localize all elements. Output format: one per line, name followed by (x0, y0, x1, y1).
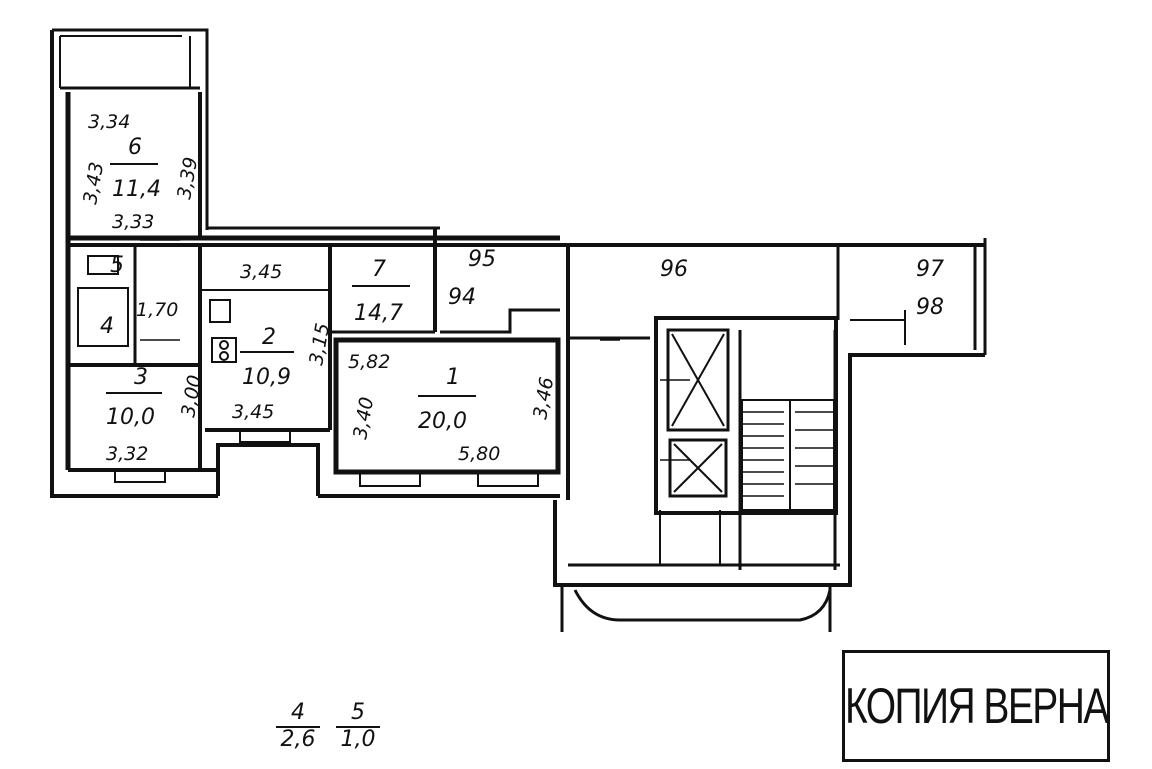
room-6-number: 6 (128, 135, 142, 160)
legend-room-4-number: 4 (276, 700, 320, 728)
legend-room-4-area: 2,6 (280, 727, 316, 752)
room-2-dim-bottom: 3,45 (232, 401, 274, 423)
room-3-area: 10,0 (106, 405, 155, 430)
legend-room-4: 4 2,6 (276, 700, 320, 752)
room-3-dim-bottom: 3,32 (106, 443, 148, 465)
room-7-number: 7 (372, 257, 386, 282)
room-4-number: 4 (100, 314, 114, 339)
room-3-number: 3 (134, 365, 148, 390)
legend-room-5-number: 5 (336, 700, 380, 728)
room-6-area: 11,4 (112, 177, 161, 202)
walls (50, 28, 987, 632)
room-1-dim-right: 3,46 (529, 375, 558, 420)
room-6-dim-right: 3,39 (173, 155, 202, 200)
room-6-dim-bottom: 3,33 (112, 211, 154, 233)
room-7-area: 14,7 (354, 301, 403, 326)
neighbor-98: 98 (916, 295, 944, 320)
room-2-number: 2 (262, 325, 276, 350)
legend-room-5-area: 1,0 (340, 727, 376, 752)
room-1-area: 20,0 (418, 409, 467, 434)
neighbor-94: 94 (448, 285, 476, 310)
neighbor-95: 95 (468, 247, 496, 272)
stamp-text: КОПИЯ ВЕРНА (844, 678, 1109, 734)
room-1-number: 1 (446, 365, 460, 390)
room-5-number: 5 (110, 253, 124, 278)
room-2-dim-top: 3,45 (240, 261, 282, 283)
room-7-dim: 5,82 (348, 351, 390, 373)
neighbor-97: 97 (916, 257, 944, 282)
room-6-dim-top: 3,34 (88, 111, 130, 133)
room-2-area: 10,9 (242, 365, 291, 390)
room-6-dim-left: 3,43 (79, 160, 108, 205)
room-4-area: 1,70 (136, 299, 178, 321)
room-1-dim-left: 3,40 (349, 395, 378, 440)
certified-copy-stamp: КОПИЯ ВЕРНА (842, 650, 1110, 762)
legend-room-5: 5 1,0 (336, 700, 380, 752)
neighbor-96: 96 (660, 257, 688, 282)
room-1-dim-bottom: 5,80 (458, 443, 500, 465)
